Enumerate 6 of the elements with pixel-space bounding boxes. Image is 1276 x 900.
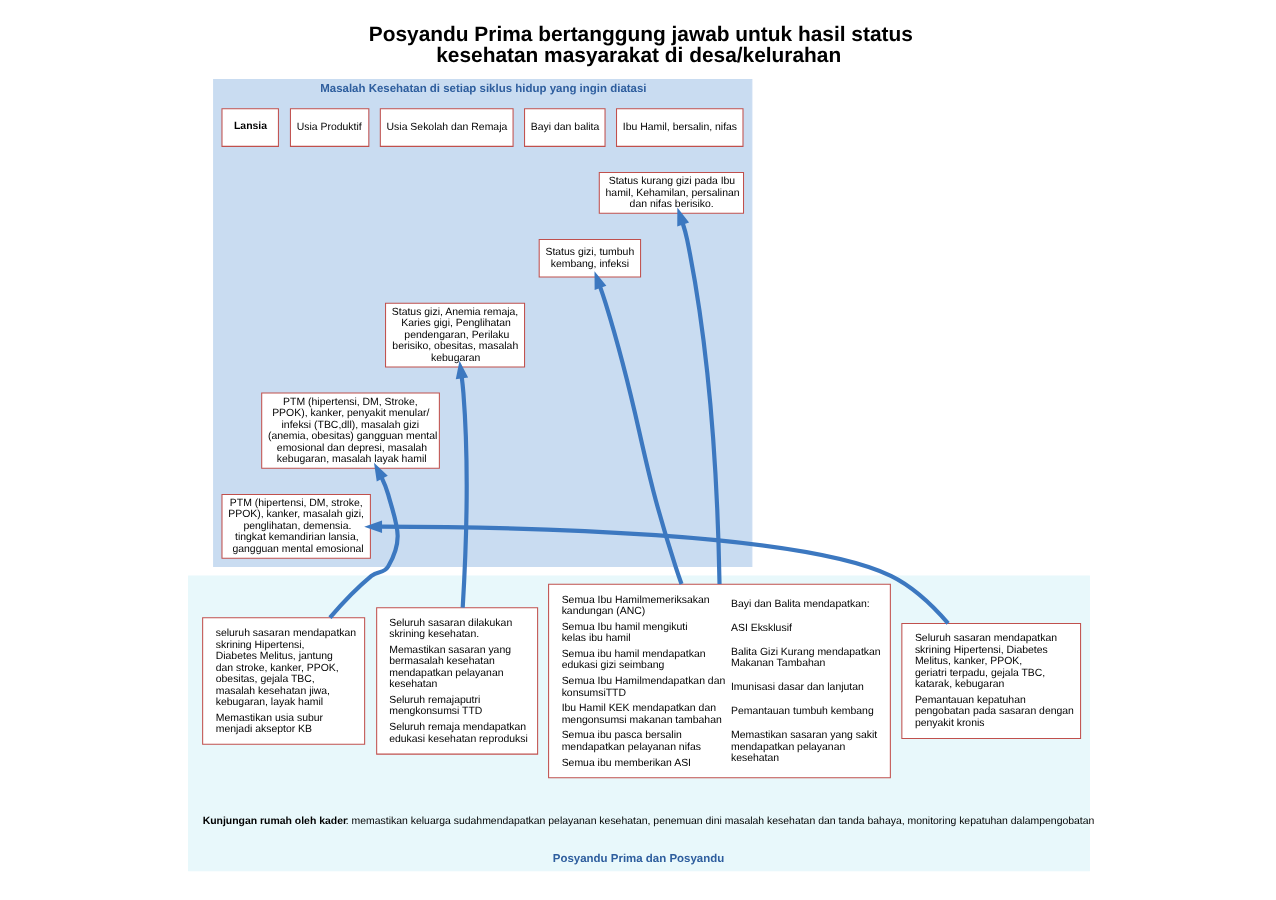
arrow	[593, 271, 683, 585]
arrow	[327, 462, 399, 620]
arrow	[363, 520, 949, 625]
arrow	[454, 360, 468, 608]
arrow	[676, 207, 721, 585]
diagram-title: Posyandu Prima bertanggung jawab untuk hasil status kesehatan masyarakat di desa/kelurahan	[367, 24, 912, 68]
